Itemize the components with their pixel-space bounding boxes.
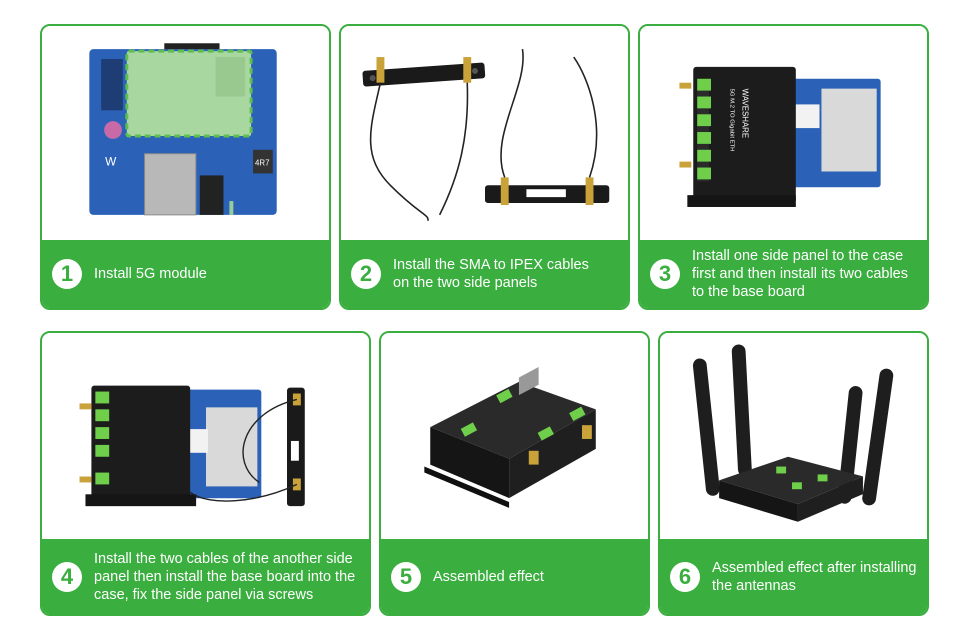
step-text: Install the two cables of the another si…	[94, 550, 356, 603]
step-number-badge: 6	[670, 561, 700, 592]
step-6-caption: 6 Assembled effect after installing the …	[660, 539, 927, 614]
step-text: Assembled effect	[433, 568, 544, 585]
step-1-photo: 4R7 W	[42, 26, 329, 242]
step-card-5: 5 Assembled effect	[379, 331, 650, 616]
step-3-caption: 3 Install one side panel to the case fir…	[640, 240, 927, 308]
step-card-4: 4 Install the two cables of the another …	[40, 331, 371, 616]
step-number-badge: 4	[52, 561, 82, 592]
step-card-6: 6 Assembled effect after installing the …	[658, 331, 929, 616]
step-text: Install one side panel to the case first…	[692, 248, 908, 300]
step-text: Assembled effect after installing the an…	[712, 559, 917, 594]
step-4-caption: 4 Install the two cables of the another …	[42, 539, 369, 614]
svg-text:W: W	[105, 155, 117, 169]
step-card-2: 2 Install the SMA to IPEX cables on the …	[339, 24, 630, 310]
board-part-label: 4R7	[255, 159, 269, 168]
step-card-1: 4R7 W 1 Install 5G module	[40, 24, 331, 310]
step-6-photo	[660, 333, 927, 541]
model-label: 5G M.2 TO Gigabit ETH	[729, 89, 735, 152]
step-2-photo	[341, 26, 628, 242]
step-text: Install 5G module	[94, 266, 207, 282]
step-2-caption: 2 Install the SMA to IPEX cables on the …	[341, 240, 628, 308]
brand-label: WAVESHARE	[741, 89, 750, 138]
step-3-photo: WAVESHARE 5G M.2 TO Gigabit ETH	[640, 26, 927, 242]
step-number-badge: 2	[351, 259, 381, 289]
step-5-caption: 5 Assembled effect	[381, 539, 648, 614]
step-number-badge: 3	[650, 259, 680, 289]
step-number-badge: 1	[52, 259, 82, 289]
step-1-caption: 1 Install 5G module	[42, 240, 329, 308]
step-text: Install the SMA to IPEX cables on the tw…	[393, 257, 589, 291]
step-4-photo	[42, 333, 369, 541]
step-card-3: WAVESHARE 5G M.2 TO Gigabit ETH 3 Instal…	[638, 24, 929, 310]
step-number-badge: 5	[391, 561, 421, 592]
step-5-photo	[381, 333, 648, 541]
